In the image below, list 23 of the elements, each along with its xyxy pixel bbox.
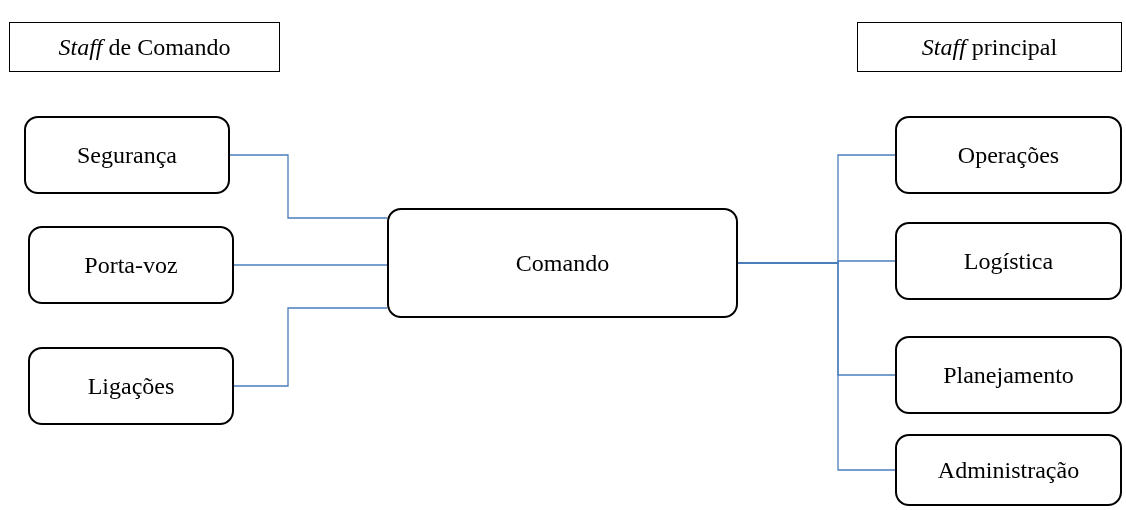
box-label: Staff principal <box>921 33 1058 62</box>
box-label: Staff de Comando <box>58 33 231 62</box>
box-label: Operações <box>957 141 1060 170</box>
role-box <box>28 226 234 304</box>
connector-line <box>229 154 388 219</box>
box-label: Planejamento <box>943 361 1074 390</box>
role-box <box>895 434 1122 506</box>
group-heading-box <box>857 22 1122 72</box>
role-box <box>387 208 738 318</box>
box-label: Logística <box>963 247 1054 276</box>
role-box <box>28 347 234 425</box>
box-label: Segurança <box>77 141 177 170</box>
box-label: Comando <box>515 249 610 278</box>
role-box <box>24 116 230 194</box>
role-box <box>895 336 1122 414</box>
box-label: Administração <box>937 456 1080 485</box>
role-box <box>895 116 1122 194</box>
role-box <box>895 222 1122 300</box>
connector-line <box>233 264 388 266</box>
group-heading-box <box>9 22 280 72</box>
box-label: Ligações <box>87 372 175 401</box>
box-label: Porta-voz <box>84 251 178 280</box>
connector-line <box>233 307 388 387</box>
